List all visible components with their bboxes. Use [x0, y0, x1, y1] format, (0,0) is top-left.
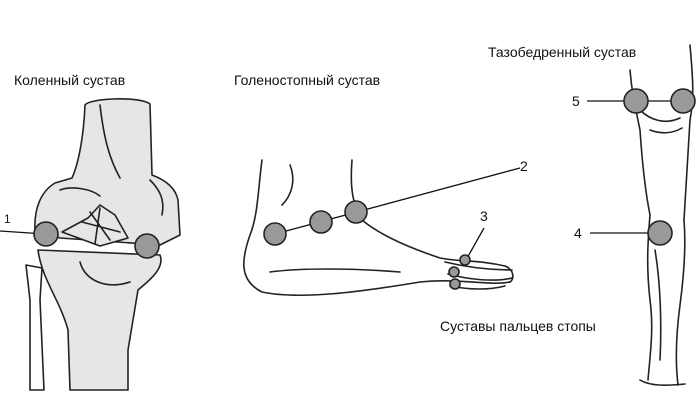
- knee-joint-label: Коленный сустав: [14, 72, 126, 88]
- marker-number-2: 2: [520, 158, 528, 174]
- hip-joint-right-marker: [670, 88, 696, 114]
- knee-illustration: [25, 98, 181, 391]
- knee-joint-right-marker: [134, 233, 160, 259]
- toe-joints-label: Суставы пальцев стопы: [440, 318, 596, 334]
- femur-condyle-line: [59, 187, 101, 197]
- tibia-shape: [37, 249, 162, 391]
- marker-number-4: 4: [574, 225, 582, 241]
- femur-shape: [34, 98, 181, 246]
- calf-line: [654, 249, 662, 361]
- toe-joint-marker-3: [449, 278, 461, 290]
- hip-crease-2: [649, 127, 683, 134]
- toe-joint-marker-1: [459, 254, 471, 266]
- femur-shading-line: [99, 104, 121, 179]
- shin-right-outline: [675, 219, 686, 386]
- ankle-joint-marker-2: [309, 210, 333, 234]
- marker-3-line: [465, 227, 485, 261]
- tibia-head-line: [79, 261, 131, 286]
- fibula-shape: [25, 264, 45, 391]
- marker-number-5: 5: [572, 93, 580, 109]
- ankle-joint-label: Голеностопный сустав: [234, 72, 381, 88]
- ankle-detail: [281, 164, 294, 206]
- knee-joint-left-marker: [33, 221, 59, 247]
- ankle-joint-marker-1: [263, 222, 287, 246]
- marker-number-1: 1: [4, 212, 11, 226]
- foot-top-outline: [350, 159, 514, 283]
- ligament-lines: [81, 207, 121, 245]
- hip-crease: [639, 109, 681, 122]
- femur-condyle-right: [149, 179, 164, 216]
- hip-joint-left-marker: [623, 88, 649, 114]
- marker-number-3: 3: [480, 208, 488, 224]
- toe-joint-marker-2: [448, 266, 460, 278]
- hip-joint-label: Тазобедренный сустав: [488, 44, 637, 60]
- leg-knee-joint-marker: [647, 220, 673, 246]
- sole-arch: [269, 268, 401, 273]
- toes-line-1: [444, 261, 513, 271]
- foot-base: [639, 379, 686, 386]
- ankle-joint-marker-3: [344, 200, 368, 224]
- thigh-right-outline: [683, 44, 694, 221]
